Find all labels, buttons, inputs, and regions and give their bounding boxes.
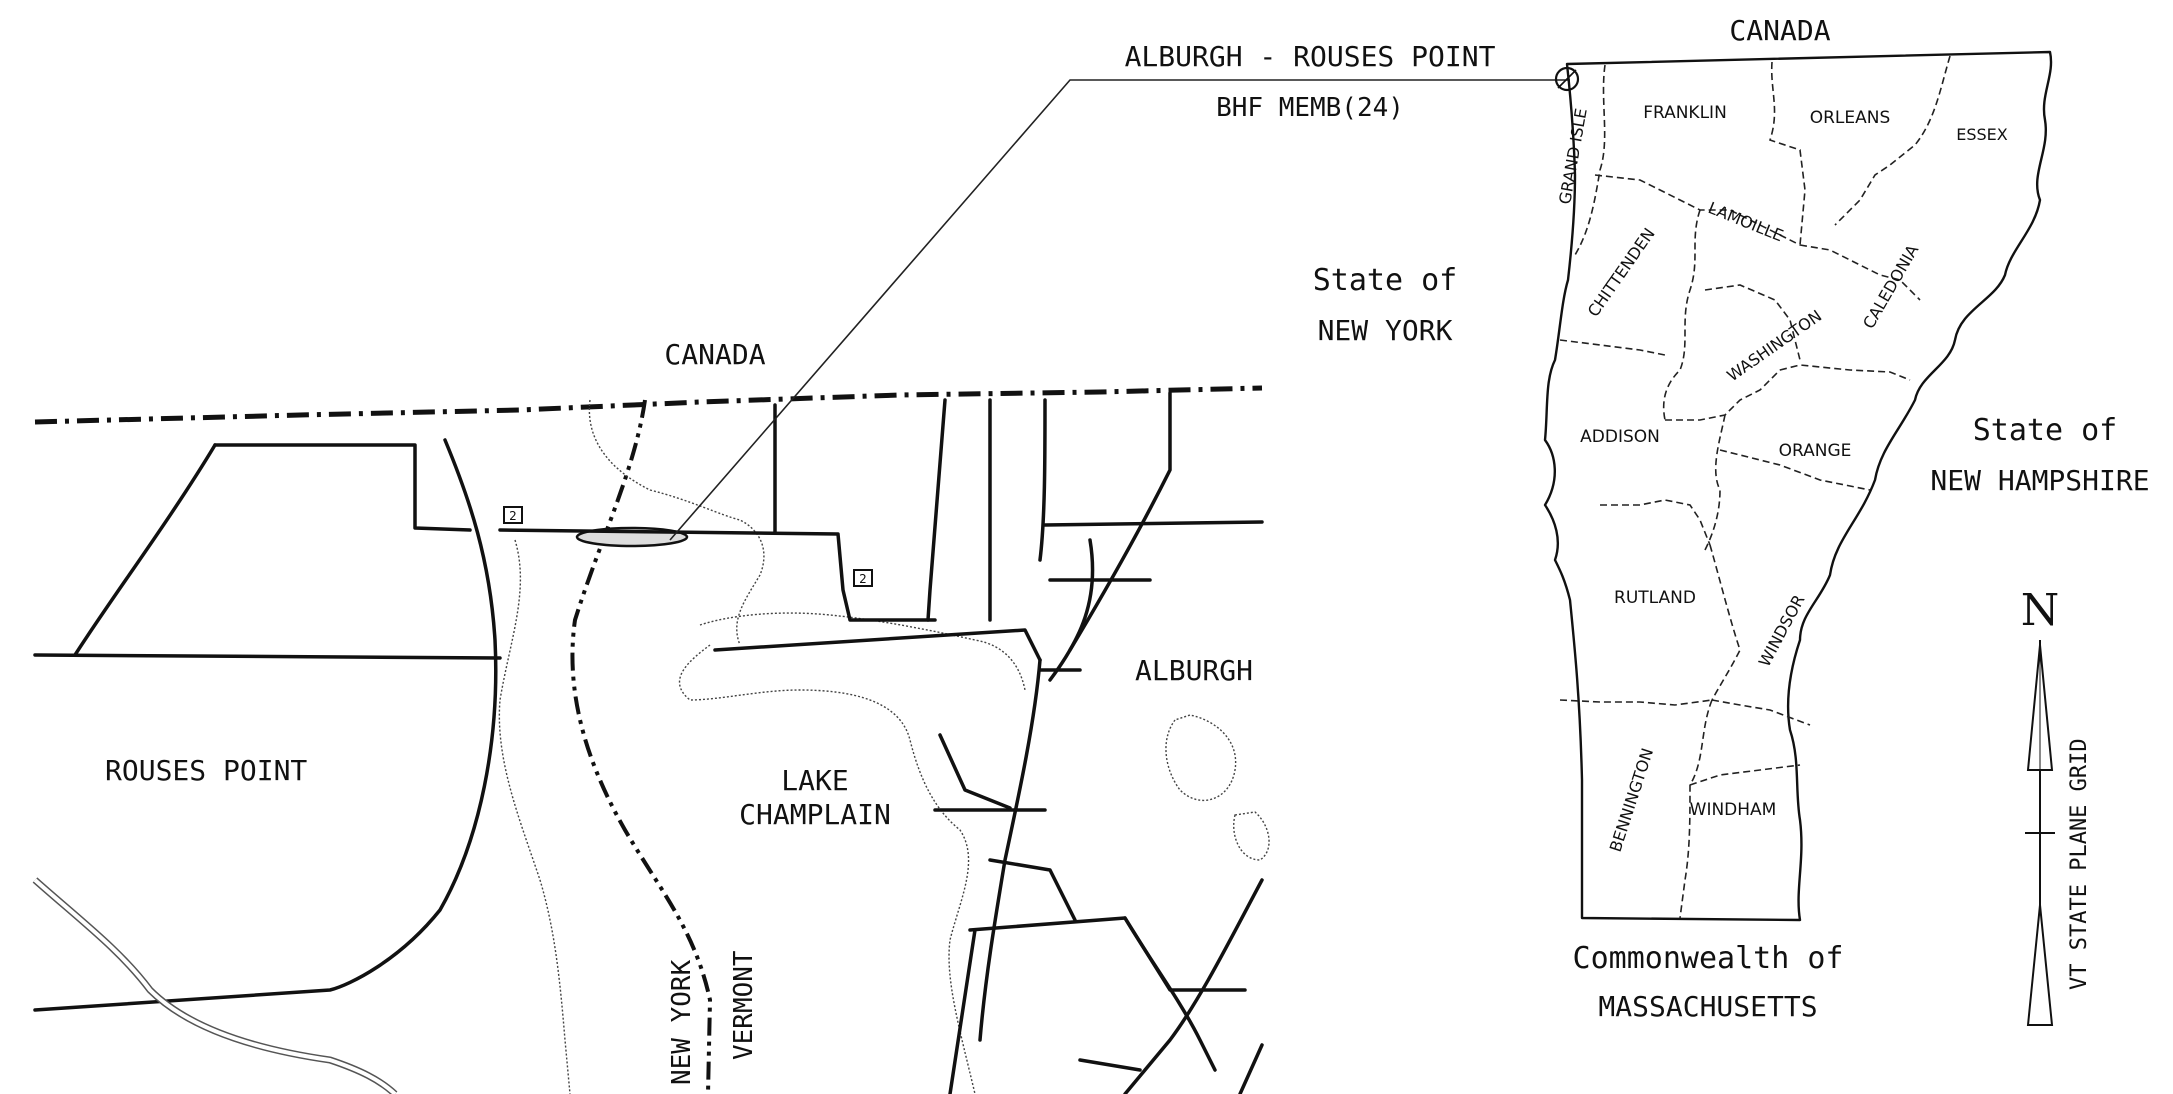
county-line [1600,499,1711,546]
county-line [1679,699,1713,919]
road [498,528,937,622]
callout: ALBURGH - ROUSES POINT BHF MEMB(24) [669,40,1580,541]
ny-vt-state-line [570,399,713,1094]
lake-label-line1: LAKE [781,764,848,797]
callout-subtitle: BHF MEMB(24) [1216,93,1404,123]
route-shield-label: 2 [509,509,517,523]
county-label-lamoille: LAMOILLE [1706,198,1787,245]
massachusetts-label-line2: MASSACHUSETTS [1598,990,1817,1023]
road [948,928,977,1094]
lake-label-line2: CHAMPLAIN [739,798,891,831]
lake-shoreline-west [498,539,571,1094]
river-inner [33,878,397,1094]
county-label-orleans: ORLEANS [1810,108,1891,128]
road [33,438,498,1012]
road [926,398,947,622]
vermont-state-map: CANADA State of NEW YORK State of NEW HA… [1313,14,2150,1023]
road [213,443,472,532]
road [1123,916,1217,1072]
massachusetts-label-line1: Commonwealth of [1573,941,1844,976]
county-line [1559,339,1666,356]
road [73,443,217,657]
north-letter: N [2021,585,2060,636]
road [938,733,1012,810]
road [33,653,502,660]
lake-shoreline-east [678,644,976,1094]
road [1048,538,1095,682]
inset-canada-label: CANADA [664,338,765,371]
county-line [1559,699,1713,706]
road [1043,520,1264,527]
road [1078,1058,1142,1072]
county-line [1704,414,1726,551]
county-label-chittenden: CHITTENDEN [1584,224,1659,320]
county-line [1709,544,1741,701]
vermont-outline [1543,50,2053,922]
new-hampshire-label-line2: NEW HAMPSHIRE [1930,464,2149,497]
county-label-washington: WASHINGTON [1723,306,1825,385]
road [1238,1043,1264,1094]
county-label-addison: ADDISON [1580,427,1660,447]
route-shield-icon [853,569,873,587]
county-label-windham: WINDHAM [1690,800,1777,820]
route-shield-label: 2 [859,572,867,586]
county-line [1834,55,1951,226]
county-line [1768,61,1806,246]
county-line [1574,64,1606,256]
inset-map: 2 2 CANADA ROUSES POINT ALBURGH LAKE CHA… [32,338,1270,1094]
canada-border-line [34,385,1263,425]
county-line [1719,449,1871,491]
road [978,658,1042,1042]
north-arrow-tail-icon [2026,904,2054,1026]
county-line [1711,699,1811,726]
county-line [1665,369,1781,421]
road [968,916,1247,992]
county-line [1704,284,1801,361]
state-plane-grid-label: VT STATE PLANE GRID [2067,738,2092,990]
peninsula-shore [699,612,1026,691]
county-label-caledonia: CALEDONIA [1859,241,1922,332]
county-line [1689,764,1801,786]
road [1123,878,1264,1094]
county-line [1662,209,1701,421]
lake-shoreline-north [588,399,765,646]
alburgh-label: ALBURGH [1135,654,1253,687]
county-label-essex: ESSEX [1956,125,2008,144]
county-label-orange: ORANGE [1779,441,1852,461]
north-arrow: N VT STATE PLANE GRID [2021,585,2092,1026]
island [1233,811,1270,861]
county-label-grand-isle: GRAND ISLE [1555,107,1591,206]
road [988,858,1077,922]
rouses-point-label: ROUSES POINT [105,754,307,787]
new-hampshire-label-line1: State of [1973,413,2118,448]
county-label-bennington: BENNINGTON [1606,746,1657,854]
county-line [1799,244,1921,301]
route-shield-icon [503,506,523,524]
vermont-label: VERMONT [729,950,759,1060]
road [1068,391,1172,652]
road [1038,398,1047,562]
new-york-state-label-line1: State of [1313,263,1458,298]
new-york-label: NEW YORK [667,959,697,1085]
callout-leader-line [669,79,1570,541]
new-york-state-label-line2: NEW YORK [1318,314,1453,347]
callout-title: ALBURGH - ROUSES POINT [1125,40,1496,73]
bridge-location-mark [1557,69,1577,89]
road [713,628,1042,662]
county-label-rutland: RUTLAND [1614,588,1696,608]
county-label-franklin: FRANKLIN [1643,103,1727,123]
island [1165,714,1237,801]
state-map-canada-label: CANADA [1729,14,1830,47]
county-line [1779,364,1911,381]
